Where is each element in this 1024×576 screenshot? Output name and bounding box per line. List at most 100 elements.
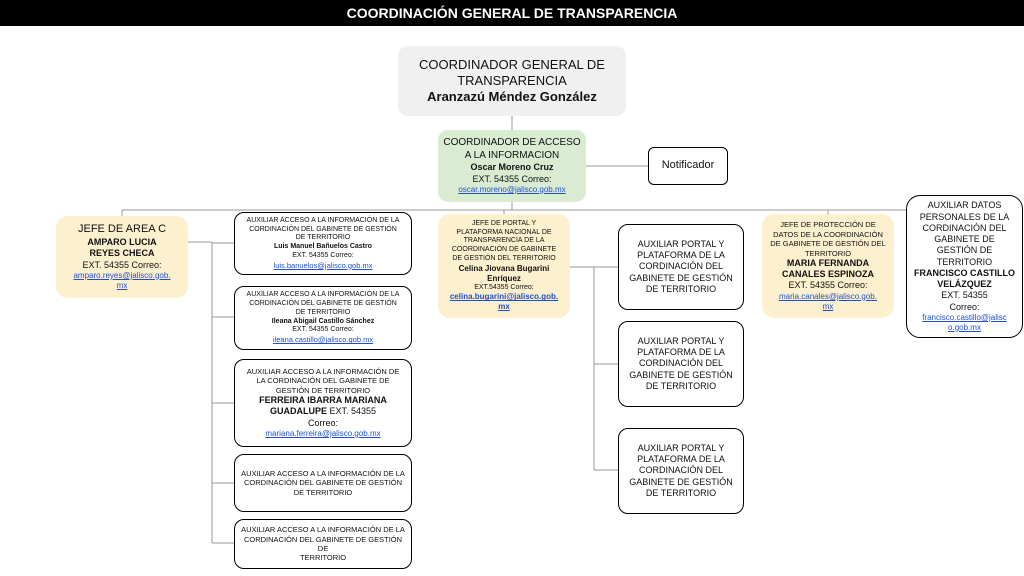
data-aux-box: AUXILIAR DATOS PERSONALES DE LA CORDINAC… — [906, 195, 1023, 338]
area-c-chief-email-line2[interactable]: mx — [116, 280, 128, 290]
data-protection-title-line4: TERRITORIO — [804, 248, 852, 258]
portal-chief-email-line2[interactable]: mx — [498, 302, 510, 312]
portal-chief-title-line5: DE GESTIÓN DEL TERRITORIO — [452, 254, 556, 262]
portal-chief-name-line2: Enríquez — [487, 273, 521, 283]
access-coordinator-email[interactable]: oscar.moreno@jalisco.gob.mx — [458, 184, 566, 194]
access-aux-ext: EXT. 54355 — [329, 406, 377, 417]
portal-aux-line4: GABINETE DE GESTIÓN — [629, 369, 733, 380]
data-aux-email-line1[interactable]: francisco.castillo@jalisc — [922, 312, 1007, 322]
portal-chief-email-line1[interactable]: celina.bugarini@jalisco.gob. — [449, 292, 559, 302]
data-aux-title-line3: CORDINACIÓN DEL — [922, 222, 1007, 233]
access-aux-title-line1: AUXILIAR ACCESO A LA INFORMACIÓN DE LA — [241, 525, 405, 535]
data-aux-name-line1: FRANCISCO CASTILLO — [914, 267, 1015, 278]
access-aux-title-line2: LA CORDINACIÓN DEL GABINETE DE — [256, 376, 390, 386]
area-c-chief-title: JEFE DE AREA C — [77, 223, 167, 236]
access-aux-ext: EXT. 54355 Correo: — [292, 326, 354, 334]
portal-aux-line2: PLATAFORMA DE LA — [637, 454, 725, 465]
portal-aux-line5: DE TERRITORIO — [645, 380, 717, 391]
header-bar: COORDINACIÓN GENERAL DE TRANSPARENCIA — [0, 0, 1024, 26]
portal-aux-line1: AUXILIAR PORTAL Y — [637, 335, 725, 346]
access-aux-box: AUXILIAR ACCESO A LA INFORMACIÓN DE LA C… — [234, 212, 412, 275]
access-coordinator-title-line1: COORDINADOR DE ACCESO — [443, 137, 581, 149]
access-aux-box: AUXILIAR ACCESO A LA INFORMACIÓN DE LA C… — [234, 454, 412, 512]
notifier-label: Notificador — [661, 159, 715, 172]
data-aux-title-line5: GESTIÓN DE — [936, 245, 993, 256]
page-title: COORDINACIÓN GENERAL DE TRANSPARENCIA — [346, 5, 678, 21]
portal-aux-line3: CORDINACIÓN DEL — [638, 358, 723, 369]
portal-aux-line4: GABINETE DE GESTIÓN — [629, 272, 733, 283]
access-aux-title-line2: CORDINACIÓN DEL GABINETE DE GESTIÓN DE — [243, 534, 403, 553]
data-protection-ext: EXT. 54355 Correo: — [788, 280, 868, 291]
data-protection-title-line1: JEFE DE PROTECCIÓN DE — [780, 220, 876, 230]
portal-aux-box: AUXILIAR PORTAL Y PLATAFORMA DE LA CORDI… — [618, 428, 744, 514]
access-aux-title-line3: DE TERRITORIO — [293, 487, 353, 497]
access-coordinator-ext: EXT. 54355 Correo: — [472, 173, 552, 184]
access-aux-email[interactable]: mariana.ferreira@jalisco.gob.mx — [265, 428, 381, 438]
data-protection-name-line2: CANALES ESPINOZA — [781, 269, 874, 280]
access-aux-title-line2: CORDINACIÓN DEL GABINETE DE GESTIÓN — [249, 225, 397, 233]
area-c-chief-name-line2: REYES CHECA — [89, 248, 155, 259]
access-coordinator-title-line2: A LA INFORMACION — [464, 149, 560, 161]
access-aux-title-line1: AUXILIAR ACCESO A LA INFORMACIÓN DE — [246, 367, 400, 377]
access-aux-name-line2-ext: GUADALUPE EXT. 54355 — [270, 406, 376, 417]
access-aux-box: AUXILIAR ACCESO A LA INFORMACIÓN DE LA C… — [234, 519, 412, 569]
portal-aux-line1: AUXILIAR PORTAL Y — [637, 238, 725, 249]
data-aux-title-line6: TERRITORIO — [936, 256, 993, 267]
portal-aux-line3: CORDINACIÓN DEL — [638, 465, 723, 476]
coordinator-name: Aranzazú Méndez González — [427, 89, 597, 105]
access-aux-title-line2: CORDINACIÓN DEL GABINETE DE GESTIÓN — [243, 478, 403, 488]
portal-aux-line5: DE TERRITORIO — [645, 283, 717, 294]
coordinator-title-line2: TRANSPARENCIA — [457, 72, 567, 88]
data-aux-name-line2: VELÁZQUEZ — [937, 279, 992, 289]
access-aux-ext: EXT. 54355 Correo: — [292, 251, 354, 259]
access-aux-title-line3: DE TERRITORIO — [295, 308, 351, 316]
data-aux-title-line1: AUXILIAR DATOS — [927, 200, 1002, 211]
portal-aux-line5: DE TERRITORIO — [645, 487, 717, 498]
access-aux-title-line3: DE TERRITORIO — [295, 234, 351, 242]
access-aux-name: Ileana Abigail Castillo Sánchez — [271, 317, 375, 325]
access-aux-correo: Correo: — [307, 417, 338, 428]
access-aux-title-line1: AUXILIAR ACCESO A LA INFORMACIÓN DE LA — [246, 291, 400, 299]
data-protection-email-line2[interactable]: mx — [822, 301, 834, 311]
portal-chief-name-line1: Celina Jiovana Bugarini — [458, 263, 550, 273]
access-aux-box: AUXILIAR ACCESO A LA INFORMACIÓN DE LA C… — [234, 359, 412, 447]
portal-aux-line3: CORDINACIÓN DEL — [638, 261, 723, 272]
data-protection-email-line1[interactable]: maria.canales@jalisco.gob. — [779, 291, 877, 301]
access-aux-name: Luis Manuel Bañuelos Castro — [273, 243, 373, 251]
data-protection-name-line1: MARIA FERNANDA — [786, 257, 870, 268]
data-protection-chief-box: JEFE DE PROTECCIÓN DE DATOS DE LA COORDI… — [762, 214, 894, 318]
area-c-chief-name-line1: AMPARO LUCIA — [87, 237, 157, 247]
access-aux-title-line3: TERRITORIO — [299, 553, 347, 563]
access-aux-email[interactable]: luis.banuelos@jalisco.gob.mx — [273, 260, 373, 270]
data-protection-title-line2: DATOS DE LA COORDINACIÓN — [773, 229, 883, 239]
access-aux-name-line1: FERREIRA IBARRA MARIANA — [259, 395, 387, 406]
access-aux-title-line2: CORDINACIÓN DEL GABINETE DE GESTIÓN — [249, 300, 397, 308]
data-aux-title-line4: GABINETE DE — [934, 234, 995, 244]
data-protection-title-line3: DE GABINETE DE GESTIÓN DEL — [770, 239, 886, 249]
data-aux-ext: EXT. 54355 — [941, 290, 988, 301]
access-aux-name-line2: GUADALUPE — [269, 406, 327, 417]
access-aux-email[interactable]: ileana.castillo@jalisco.gob.mx — [272, 335, 374, 345]
portal-aux-box: AUXILIAR PORTAL Y PLATAFORMA DE LA CORDI… — [618, 224, 744, 310]
access-coordinator-box: COORDINADOR DE ACCESO A LA INFORMACION O… — [438, 130, 586, 202]
portal-aux-line2: PLATAFORMA DE LA — [637, 250, 725, 261]
access-aux-box: AUXILIAR ACCESO A LA INFORMACIÓN DE LA C… — [234, 286, 412, 350]
portal-chief-title-line4: COORDINACIÓN DE GABINETE — [451, 246, 557, 253]
data-aux-correo: Correo: — [949, 301, 980, 312]
access-aux-title-line3: GESTIÓN DE TERRITORIO — [275, 385, 371, 395]
area-c-chief-email-line1[interactable]: amparo.reyes@jalisco.gob. — [73, 270, 171, 280]
access-aux-title-line1: AUXILIAR ACCESO A LA INFORMACIÓN DE LA — [246, 216, 400, 224]
portal-chief-box: JEFE DE PORTAL Y PLATAFORMA NACIONAL DE … — [438, 214, 570, 318]
coordinator-general-box: COORDINADOR GENERAL DE TRANSPARENCIA Ara… — [398, 46, 626, 116]
portal-aux-line2: PLATAFORMA DE LA — [637, 347, 725, 358]
portal-aux-line1: AUXILIAR PORTAL Y — [637, 442, 725, 453]
data-aux-title-line2: PERSONALES DE LA — [919, 211, 1010, 222]
access-coordinator-name: Oscar Moreno Cruz — [470, 162, 554, 173]
portal-chief-title-line3: TRANSPARENCIA DE LA — [463, 237, 545, 245]
notifier-box: Notificador — [648, 147, 728, 185]
area-c-chief-box: JEFE DE AREA C AMPARO LUCIA REYES CHECA … — [56, 216, 188, 298]
data-aux-email-line2[interactable]: o.gob.mx — [948, 322, 981, 332]
access-aux-title-line1: AUXILIAR ACCESO A LA INFORMACIÓN DE LA — [241, 468, 405, 478]
portal-chief-ext: EXT.54355 Correo: — [474, 283, 534, 291]
